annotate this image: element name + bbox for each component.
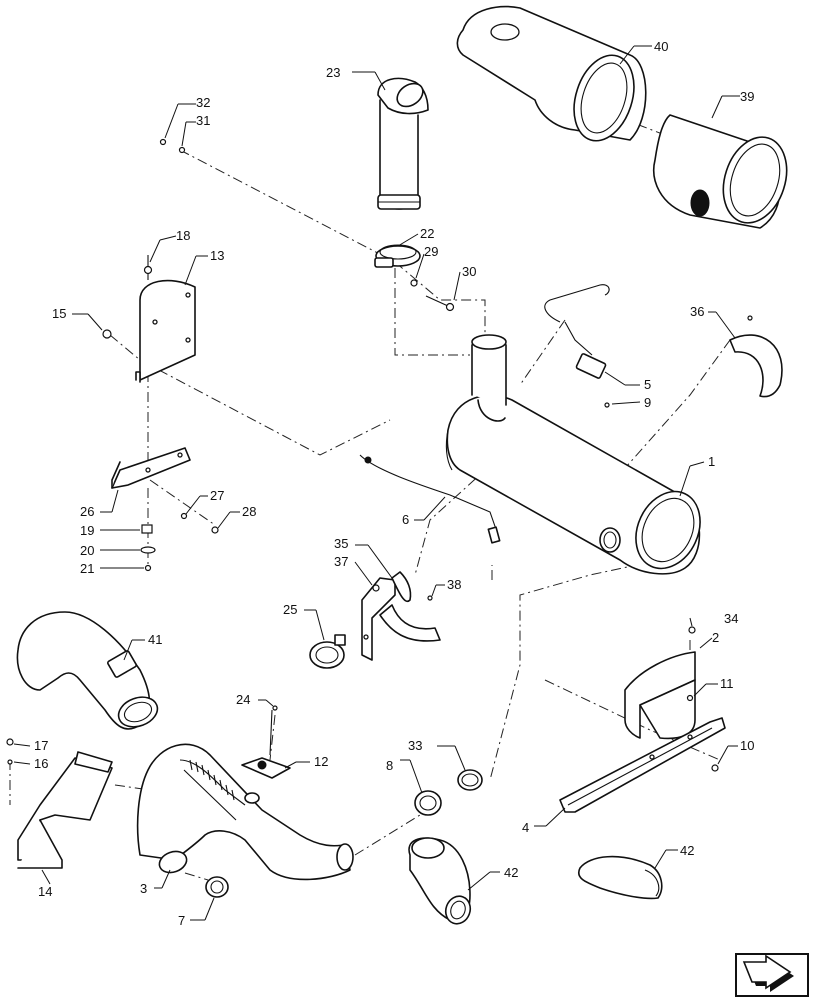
callout-3: 3 [140,881,147,896]
callout-37: 37 [334,554,348,569]
part-33-gasket [457,769,483,791]
callout-25: 25 [283,602,297,617]
callout-2: 2 [712,630,719,645]
part-6-harness [359,454,501,544]
callout-42-left: 42 [504,865,518,880]
callout-26: 26 [80,504,94,519]
part-12-sensor-assembly [241,705,291,779]
part-22-band-clamp [374,244,421,268]
part-35-38-bracket-strap [361,571,441,661]
callout-41: 41 [148,632,162,647]
part-26-bracket [111,447,191,489]
arrow-next-icon[interactable] [735,953,809,997]
callout-8: 8 [386,758,393,773]
part-8-clamp [414,790,442,816]
part-1-muffler [445,334,701,575]
hardware-lower-left [140,512,219,572]
part-25-clamp [309,634,346,669]
callout-10: 10 [740,738,754,753]
part-4-rail [559,717,726,813]
callout-22: 22 [420,226,434,241]
callout-12: 12 [314,754,328,769]
part-7-clamp [205,876,229,898]
part-41-elbow-tube [16,611,159,730]
callout-35: 35 [334,536,348,551]
callout-13: 13 [210,248,224,263]
callout-28: 28 [242,504,256,519]
callout-9: 9 [644,395,651,410]
callout-7: 7 [178,913,185,928]
part-23-exhaust-stack [377,77,429,210]
callout-40: 40 [654,39,668,54]
callout-5: 5 [644,377,651,392]
callout-33: 33 [408,738,422,753]
part-2-heat-shield [624,626,696,740]
part-15-bolt [102,329,112,339]
part-5-sensor [544,284,610,408]
callout-27: 27 [210,488,224,503]
callout-4: 4 [522,820,529,835]
callout-32: 32 [196,95,210,110]
callout-24: 24 [236,692,250,707]
callout-21: 21 [80,561,94,576]
callout-38: 38 [447,577,461,592]
callout-30: 30 [462,264,476,279]
part-36-strap [729,315,783,398]
callout-17: 17 [34,738,48,753]
callout-18: 18 [176,228,190,243]
callout-42-right: 42 [680,843,694,858]
callout-1: 1 [708,454,715,469]
callout-labels: 23 40 39 32 31 22 29 30 18 13 15 36 5 9 … [34,39,754,928]
part-40-outer-shield [456,5,647,142]
callout-20: 20 [80,543,94,558]
leader-lines [13,45,740,921]
part-39-inner-shield [653,114,788,229]
callout-39: 39 [740,89,754,104]
callout-19: 19 [80,523,94,538]
callout-36: 36 [690,304,704,319]
callout-15: 15 [52,306,66,321]
callout-34: 34 [724,611,738,626]
part-13-heat-shield [135,255,196,383]
callout-29: 29 [424,244,438,259]
callout-6: 6 [402,512,409,527]
part-3-flex-pipe [136,743,354,881]
hardware-top [159,138,455,312]
callout-23: 23 [326,65,340,80]
callout-31: 31 [196,113,210,128]
callout-14: 14 [38,884,52,899]
callout-16: 16 [34,756,48,771]
callout-11: 11 [720,676,734,691]
part-42-elbow-left [408,837,472,925]
part-14-bracket [6,738,113,869]
part-42-cover-right [578,855,663,900]
